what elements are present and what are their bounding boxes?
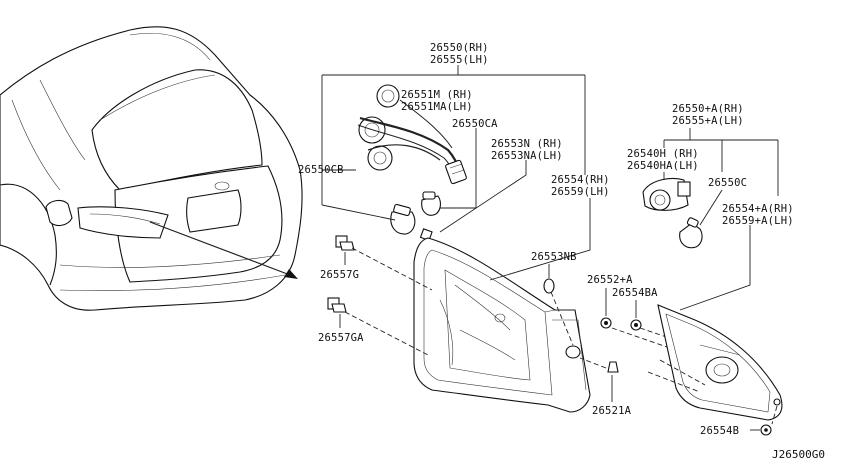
label-26521a: 26521A [592, 405, 632, 417]
label-26559a: 26559+A(LH) [722, 215, 794, 227]
label-26555a: 26555+A(LH) [672, 115, 744, 127]
label-26557ga: 26557GA [318, 332, 364, 344]
label-26540h: 26540H (RH) [627, 148, 699, 160]
combination-lamp-outer [413, 237, 619, 413]
label-26557g: 26557G [320, 269, 359, 281]
clip-26557g [335, 235, 433, 291]
label-26553nb: 26553NB [531, 251, 577, 263]
harness-assembly [321, 65, 586, 242]
label-26551ma: 26551MA(LH) [401, 101, 473, 113]
label-26554b: 26554B [700, 425, 739, 437]
label-26559: 26559(LH) [551, 186, 610, 198]
label-26554: 26554(RH) [551, 174, 610, 186]
label-26550: 26550(RH) [430, 42, 489, 54]
socket-assembly-26550a [642, 128, 779, 249]
pointer-arrow [149, 221, 298, 279]
label-26550ca: 26550CA [452, 118, 498, 130]
vehicle-rear-body [0, 26, 303, 311]
label-26550a: 26550+A(RH) [672, 103, 744, 115]
combination-lamp-inner [647, 225, 783, 425]
label-26553n: 26553N (RH) [491, 138, 563, 150]
label-26540ha: 26540HA(LH) [627, 160, 699, 172]
label-26550cb: 26550CB [298, 164, 344, 176]
label-26553na: 26553NA(LH) [491, 150, 563, 162]
label-26555: 26555(LH) [430, 54, 489, 66]
label-26551m: 26551M (RH) [401, 89, 473, 101]
clip-26557ga [327, 297, 429, 356]
diagram-reference-code: J26500G0 [772, 448, 825, 461]
grommet-26552a [600, 288, 612, 329]
label-26550c: 26550C [708, 177, 747, 189]
bulb-26553nb [543, 264, 574, 346]
nut-26554b [750, 424, 772, 436]
label-26552a: 26552+A [587, 274, 633, 286]
label-26554a: 26554+A(RH) [722, 203, 794, 215]
label-26554ba: 26554BA [612, 287, 658, 299]
